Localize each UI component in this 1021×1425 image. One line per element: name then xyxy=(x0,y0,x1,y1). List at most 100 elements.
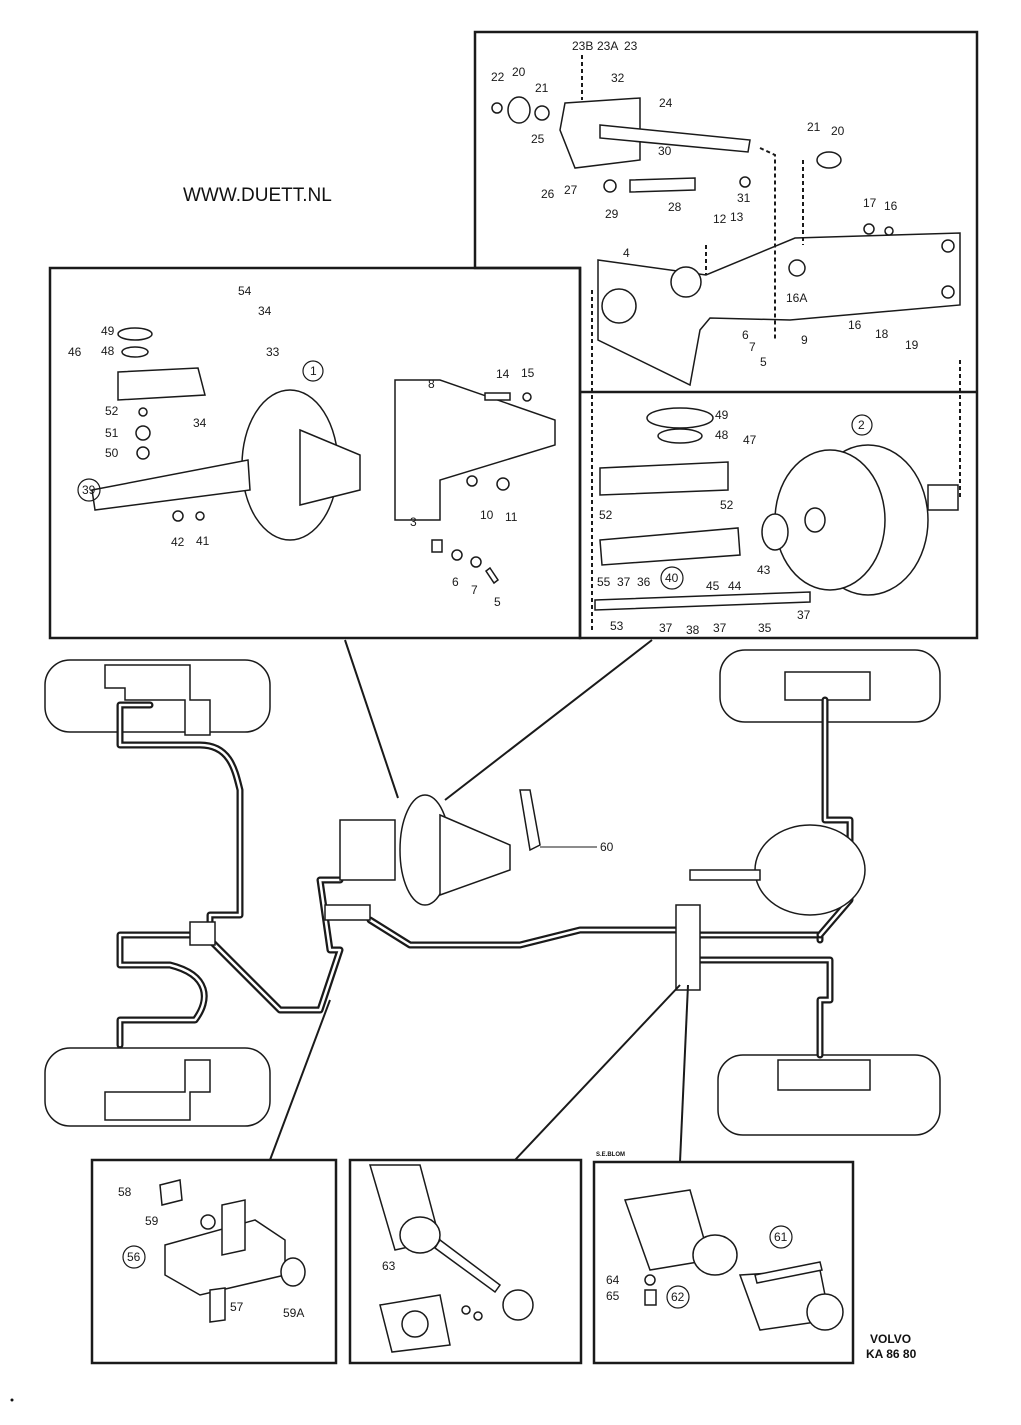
part-label: 15 xyxy=(521,366,535,380)
part-label: 30 xyxy=(658,144,672,158)
part-label: 36 xyxy=(637,575,651,589)
booster-master-cylinder-left xyxy=(91,288,556,585)
part-label: 19 xyxy=(905,338,919,352)
part-label: 31 xyxy=(737,191,751,205)
part-label: 59 xyxy=(145,1214,159,1228)
part-label: 42 xyxy=(171,535,185,549)
vehicle-brake-layout xyxy=(44,649,941,1136)
part-label: 22 xyxy=(491,70,505,84)
part-callout: 1 xyxy=(310,364,317,378)
part-label: 34 xyxy=(193,416,207,430)
panel-bottom-middle-frame xyxy=(348,1158,583,1365)
callout-circle xyxy=(122,1245,146,1269)
bottom-left-parts xyxy=(159,1179,306,1323)
pedal-bracket-assembly xyxy=(491,55,961,630)
bottom-middle-parts xyxy=(368,1164,534,1353)
part-label: 21 xyxy=(535,81,549,95)
part-label: 16A xyxy=(786,291,807,305)
part-label: 53 xyxy=(610,619,624,633)
labels-left-booster: 54 34 33 49 48 46 8 14 15 52 51 50 34 42… xyxy=(68,284,535,609)
wheel-rear-right xyxy=(717,1054,941,1136)
part-label: 12 xyxy=(713,212,727,226)
part-label: 13 xyxy=(730,210,744,224)
part-label: 11 xyxy=(505,510,518,524)
part-label: 55 xyxy=(597,575,611,589)
part-callout: 2 xyxy=(858,418,865,432)
part-label: 17 xyxy=(863,196,877,210)
panel-bottom-right-frame xyxy=(592,1160,855,1365)
booster-master-cylinder-right xyxy=(594,407,959,611)
callout-circle xyxy=(77,478,101,502)
part-label: 37 xyxy=(713,621,727,635)
part-label: 64 xyxy=(606,1273,620,1287)
part-label: 37 xyxy=(617,575,631,589)
part-label: 52 xyxy=(720,498,734,512)
part-label: 49 xyxy=(715,408,729,422)
part-label: 54 xyxy=(238,284,252,298)
part-label: 37 xyxy=(659,621,673,635)
part-label: 35 xyxy=(758,621,772,635)
part-label: 52 xyxy=(599,508,613,522)
part-label: 41 xyxy=(196,534,210,548)
diagram-code: KA 86 80 xyxy=(866,1347,917,1361)
part-label: 28 xyxy=(668,200,682,214)
part-label: 20 xyxy=(831,124,845,138)
part-label: 3 xyxy=(410,515,417,529)
stray-dot xyxy=(10,1398,14,1402)
differential xyxy=(754,824,866,916)
part-label: 46 xyxy=(68,345,82,359)
part-label: 5 xyxy=(494,595,501,609)
part-label: 25 xyxy=(531,132,545,146)
part-label: 65 xyxy=(606,1289,620,1303)
part-label: 7 xyxy=(749,340,756,354)
part-label: 63 xyxy=(382,1259,396,1273)
part-label: 20 xyxy=(512,65,526,79)
part-label: 23B xyxy=(572,39,593,53)
part-label: 37 xyxy=(797,608,811,622)
part-label: 7 xyxy=(471,583,478,597)
wheel-rear-left xyxy=(44,1047,271,1127)
part-label: 49 xyxy=(101,324,115,338)
illustrator-credit: S.E.BLOM xyxy=(596,1152,625,1158)
part-label: 45 xyxy=(706,579,720,593)
labels-right-booster: 49 48 47 52 52 43 45 44 55 37 36 53 37 3… xyxy=(597,408,873,637)
part-label: 38 xyxy=(686,623,700,637)
part-label: 4 xyxy=(623,246,630,260)
part-label: 48 xyxy=(101,344,115,358)
callout-circle xyxy=(769,1225,793,1249)
panel-bottom-left-frame xyxy=(90,1158,338,1365)
part-label: 57 xyxy=(230,1300,244,1314)
part-label: 27 xyxy=(564,183,578,197)
callout-circle xyxy=(666,1285,690,1309)
part-label: 26 xyxy=(541,187,555,201)
panel-left-booster-frame xyxy=(48,266,582,640)
part-label: 48 xyxy=(715,428,729,442)
labels-bottom-right: 64 65 61 62 xyxy=(606,1225,793,1309)
part-label: 23A xyxy=(597,39,618,53)
part-callout: 40 xyxy=(665,571,679,585)
part-label: 58 xyxy=(118,1185,132,1199)
part-label: 50 xyxy=(105,446,119,460)
part-label: 16 xyxy=(884,199,898,213)
part-callout: 61 xyxy=(774,1230,788,1244)
part-label: 8 xyxy=(428,377,435,391)
part-label: 32 xyxy=(611,71,625,85)
bottom-right-parts xyxy=(623,1189,844,1331)
proportioning-valve xyxy=(675,904,701,991)
part-label: 14 xyxy=(496,367,510,381)
watermark: WWW.DUETT.NL xyxy=(183,185,332,206)
part-label: 33 xyxy=(266,345,280,359)
part-label: 9 xyxy=(801,333,808,347)
part-callout: 62 xyxy=(671,1290,685,1304)
part-label: 47 xyxy=(743,433,757,447)
part-label: 24 xyxy=(659,96,673,110)
part-label: 6 xyxy=(742,328,749,342)
callout-circle xyxy=(660,566,684,590)
part-label: 51 xyxy=(105,426,119,440)
part-label: 10 xyxy=(480,508,494,522)
part-label: 52 xyxy=(105,404,119,418)
part-label: 29 xyxy=(605,207,619,221)
labels-top-right: 23B 23A 23 22 20 21 32 24 25 26 27 29 28… xyxy=(491,39,919,369)
part-label: 5 xyxy=(760,355,767,369)
